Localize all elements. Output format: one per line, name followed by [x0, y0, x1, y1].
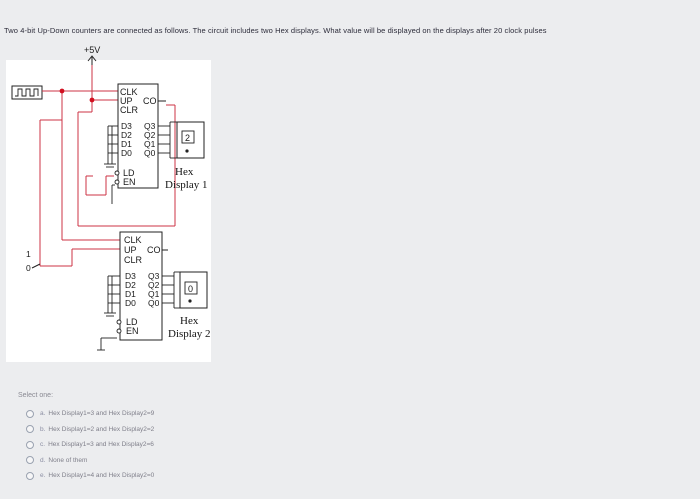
option-letter: b. [40, 425, 46, 433]
switch-label-one: 1 [26, 249, 31, 259]
counter2-d2: D2 [125, 280, 136, 290]
counter2-q2: Q2 [148, 280, 160, 290]
counter1-d2: D2 [121, 130, 132, 140]
option-text: Hex Display1=4 and Hex Display2=0 [48, 472, 155, 480]
display2-label-name: Display 2 [168, 328, 210, 340]
counter2-up: UP [124, 245, 137, 255]
radio-button-icon[interactable] [26, 425, 34, 434]
toggle-switch-icon: 1 0 [26, 249, 41, 273]
option-text: Hex Display1=2 and Hex Display2=2 [48, 425, 155, 433]
wiring [39, 65, 176, 267]
counter1-d1: D1 [121, 139, 132, 149]
option-c[interactable]: c. Hex Display1=3 and Hex Display2=6 [26, 437, 154, 453]
counter1-q3: Q3 [144, 121, 156, 131]
option-letter: d. [40, 456, 46, 464]
radio-button-icon[interactable] [26, 471, 34, 480]
option-a[interactable]: a. Hex Display1=3 and Hex Display2=9 [26, 406, 154, 422]
counter1-clk: CLK [120, 87, 138, 97]
counter1-d0: D0 [121, 148, 132, 158]
radio-button-icon[interactable] [26, 440, 34, 449]
counter1-clr: CLR [120, 105, 139, 115]
counter2-q3: Q3 [148, 271, 160, 281]
counter2-clk: CLK [124, 235, 142, 245]
option-text: None of them [48, 456, 88, 464]
counter2-clr: CLR [124, 255, 143, 265]
counter2-d1: D1 [125, 289, 136, 299]
hex-display-2: 0 Hex Display 2 [168, 271, 210, 340]
supply-arrow-icon [87, 55, 97, 65]
switch-label-zero: 0 [26, 263, 31, 273]
counter2-d3: D3 [125, 271, 136, 281]
counter-1: CLK UP CO CLR D3 D2 D1 D0 Q3 Q2 Q1 Q0 LD… [104, 83, 177, 204]
counter2-q1: Q1 [148, 289, 160, 299]
answer-options: a. Hex Display1=3 and Hex Display2=9 b. … [26, 406, 154, 484]
counter2-co: CO [147, 245, 161, 255]
radio-button-icon[interactable] [26, 456, 34, 465]
option-text: Hex Display1=3 and Hex Display2=9 [48, 410, 155, 418]
option-d[interactable]: d. None of them [26, 453, 154, 469]
option-letter: a. [40, 410, 46, 418]
clock-source-icon [11, 85, 43, 100]
option-letter: e. [40, 472, 46, 480]
counter2-ld: LD [126, 317, 138, 327]
display2-label-hex: Hex [180, 315, 199, 327]
counter1-q1: Q1 [144, 139, 156, 149]
supply-label: +5V [84, 45, 100, 55]
counter2-d0: D0 [125, 298, 136, 308]
option-letter: c. [40, 441, 46, 449]
option-text: Hex Display1=3 and Hex Display2=6 [48, 441, 154, 449]
counter2-en: EN [126, 326, 139, 336]
counter1-ld: LD [123, 168, 135, 178]
counter-2: CLK UP CO CLR D3 D2 D1 D0 Q3 Q2 Q1 Q0 LD… [97, 231, 180, 351]
counter1-d3: D3 [121, 121, 132, 131]
select-one-label: Select one: [18, 392, 54, 399]
display1-digit: 2 [185, 133, 190, 143]
question-text: Two 4-bit Up-Down counters are connected… [4, 26, 547, 35]
option-e[interactable]: e. Hex Display1=4 and Hex Display2=0 [26, 468, 154, 484]
hex-display-1: 2 Hex Display 1 [165, 121, 207, 191]
junction-nodes [59, 88, 95, 103]
counter1-co: CO [143, 96, 157, 106]
display1-label-hex: Hex [175, 166, 194, 178]
counter1-en: EN [123, 177, 136, 187]
counter2-q0: Q0 [148, 298, 160, 308]
counter1-q2: Q2 [144, 130, 156, 140]
display1-label-name: Display 1 [165, 179, 207, 191]
option-b[interactable]: b. Hex Display1=2 and Hex Display2=2 [26, 422, 154, 438]
counter1-up: UP [120, 96, 133, 106]
counter1-q0: Q0 [144, 148, 156, 158]
radio-button-icon[interactable] [26, 409, 34, 418]
display2-digit: 0 [188, 284, 193, 294]
